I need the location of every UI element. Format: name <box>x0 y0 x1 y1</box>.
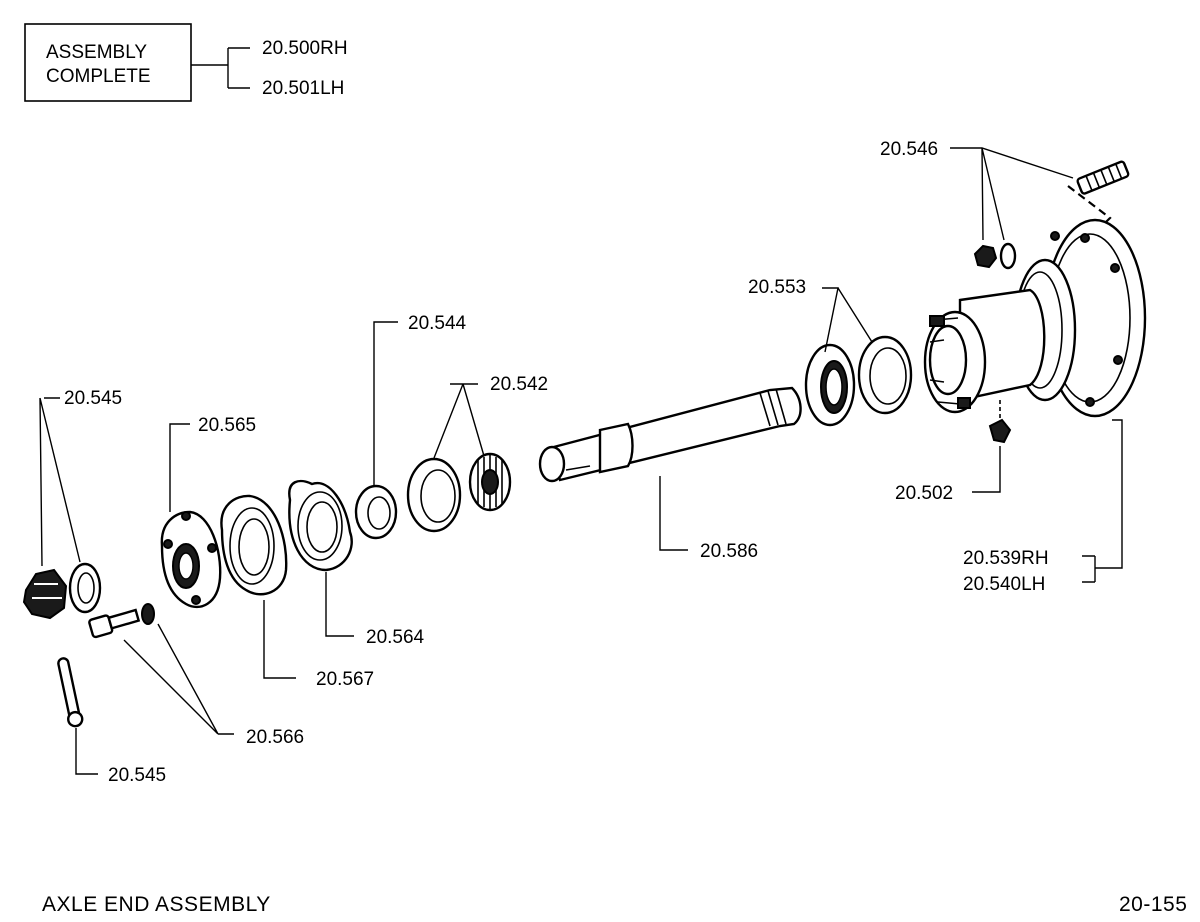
part-20-567-plate: 20.567 <box>220 494 374 690</box>
leader-20-542 <box>433 383 485 459</box>
label-20-586: 20.586 <box>700 541 758 562</box>
part-20-566-bolt: 20.566 <box>88 603 304 748</box>
label-20-565: 20.565 <box>198 415 256 436</box>
label-20-540lh: 20.540LH <box>963 574 1045 595</box>
label-20-502: 20.502 <box>895 483 953 504</box>
seal-inner <box>857 335 913 415</box>
assembly-complete-box: ASSEMBLY COMPLETE 20.500RH 20.501LH <box>24 23 348 102</box>
leader-20-565 <box>169 423 190 512</box>
label-20-539rh: 20.539RH <box>963 548 1049 569</box>
leader-20-564 <box>325 572 354 637</box>
leader-20-502 <box>972 446 1001 493</box>
part-20-553-seals: 20.553 <box>748 277 913 427</box>
lug-washer <box>999 242 1017 270</box>
leader-20-544 <box>373 321 398 486</box>
leader-20-545-top <box>39 397 81 567</box>
assembly-lh-label: 20.501LH <box>262 78 344 99</box>
gasket-plate <box>220 494 288 596</box>
part-20-546-stud-nut: 20.546 <box>880 139 1130 270</box>
label-20-564: 20.564 <box>366 627 425 648</box>
label-20-553: 20.553 <box>748 277 806 298</box>
wheel-stud <box>1076 160 1130 195</box>
part-20-545-nut-pin: 20.545 20.545 <box>22 388 166 786</box>
label-20-546: 20.546 <box>880 139 938 160</box>
leader-20-553 <box>822 287 873 353</box>
label-20-542: 20.542 <box>490 374 548 395</box>
assembly-box-line1: ASSEMBLY <box>46 42 147 63</box>
label-20-545-bottom: 20.545 <box>108 765 166 786</box>
leader-20-539 <box>1082 419 1123 583</box>
part-20-586-axle-shaft: 20.586 <box>538 386 802 562</box>
part-20-539-hub: 20.539RH 20.540LH <box>923 218 1147 595</box>
part-20-565-housing: 20.565 <box>160 415 256 609</box>
housing-bolt <box>88 608 141 639</box>
leader-20-546 <box>950 147 1074 241</box>
leader-20-566 <box>123 623 234 735</box>
lug-nut <box>973 244 998 269</box>
part-20-544-spacer: 20.544 <box>354 313 467 540</box>
assembly-box-line2: COMPLETE <box>46 66 151 87</box>
bearing-cup <box>406 457 462 533</box>
leader-20-586 <box>659 476 688 551</box>
label-20-566: 20.566 <box>246 727 304 748</box>
part-20-542-bearing: 20.542 <box>406 374 548 533</box>
bolt-lockwasher <box>141 603 155 625</box>
footer-page-number: 20-155 <box>1119 893 1187 916</box>
label-20-567: 20.567 <box>316 669 374 690</box>
leader-20-567 <box>263 600 296 679</box>
leader-20-545-bottom <box>75 728 98 775</box>
stud-phantom-line <box>1067 185 1112 229</box>
grease-fitting <box>988 418 1012 444</box>
part-20-502-fitting: 20.502 <box>895 400 1012 504</box>
nut-washer <box>68 562 102 614</box>
footer-title: AXLE END ASSEMBLY <box>42 893 271 916</box>
label-20-545-top: 20.545 <box>64 388 122 409</box>
split-pin <box>57 657 84 728</box>
assembly-bracket <box>191 47 250 89</box>
castle-nut <box>22 568 68 620</box>
assembly-box-frame <box>24 23 192 102</box>
part-20-564-retainer: 20.564 <box>288 479 425 648</box>
label-20-544: 20.544 <box>408 313 467 334</box>
assembly-rh-label: 20.500RH <box>262 38 348 59</box>
